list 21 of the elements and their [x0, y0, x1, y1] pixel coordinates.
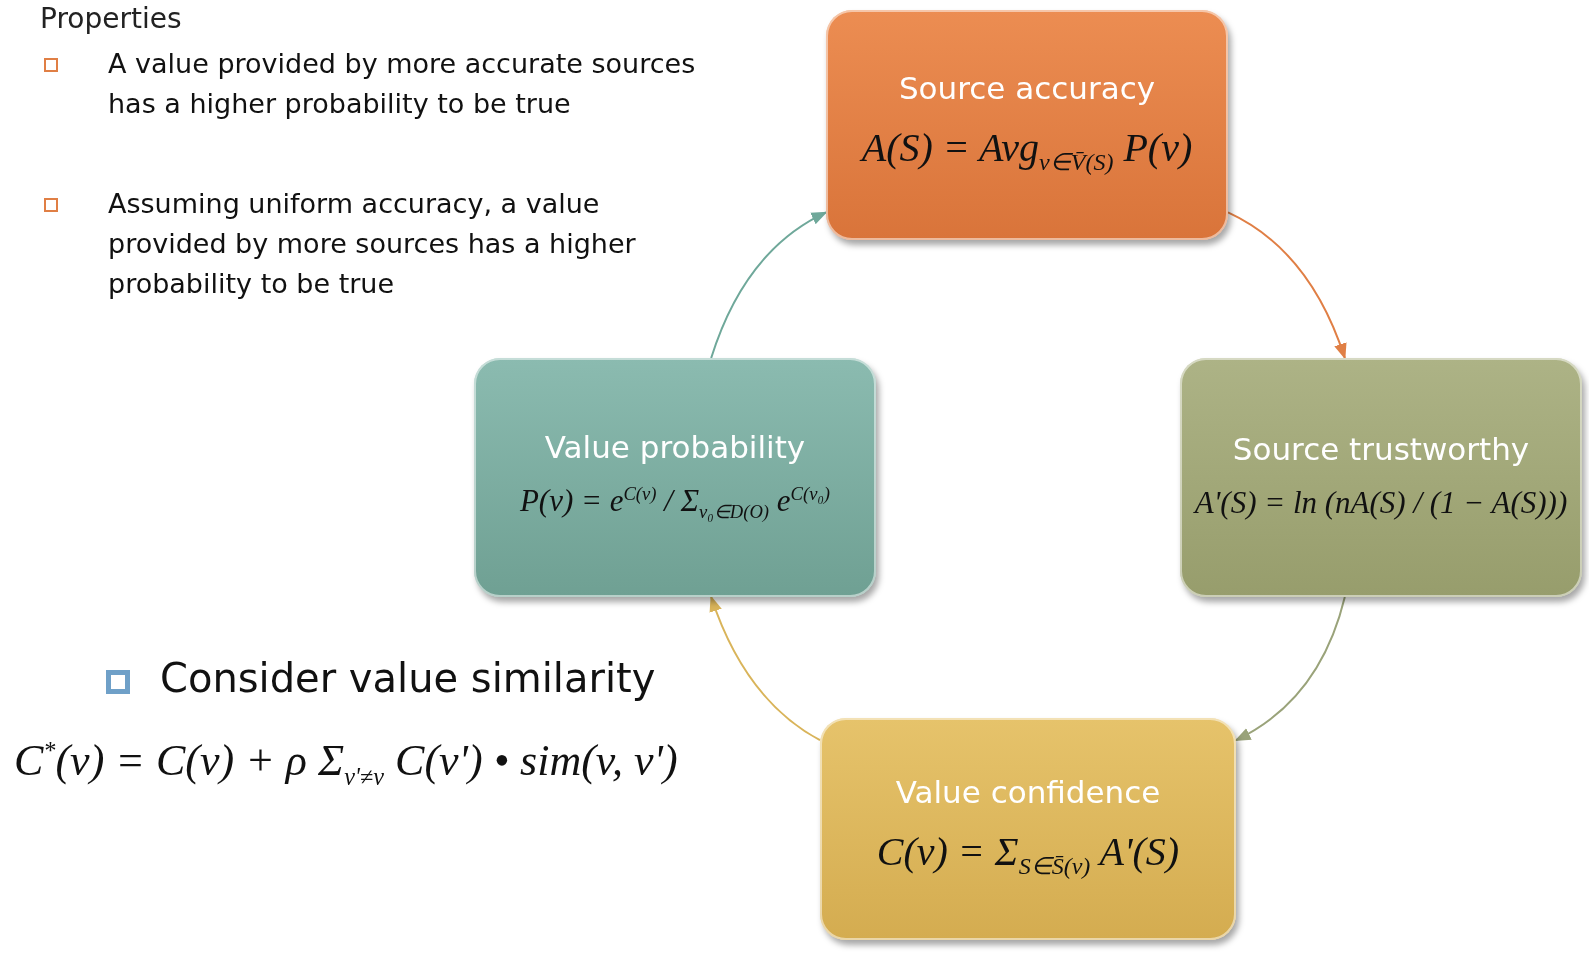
box-title: Source trustworthy: [1232, 430, 1530, 467]
arrow: [1234, 596, 1346, 742]
arrow: [709, 595, 821, 742]
formula: A(S) = Avg$_{v∈V̄(S)}$ P(v): [861, 124, 1193, 178]
arrow: [710, 211, 828, 359]
heading: Properties: [40, 2, 182, 35]
formula: A'(S) = ln (nA(S) / (1 − A(S))): [1194, 483, 1568, 522]
process-box: [474, 358, 876, 597]
box-title: Source accuracy: [898, 70, 1156, 107]
bullet-text: Consider value similarity: [160, 655, 656, 701]
process-box: [820, 718, 1236, 940]
formula: C(v) = Σ$_{S∈S̄(v)}$ A'(S): [876, 828, 1180, 882]
formula: C$^{*}$(v) = C(v) + ρ Σ$_{v'≠v}$ C(v') • sim(v, v'): [14, 735, 678, 791]
bullet-text: A value provided by more accurate sources has a higher probability to be true: [108, 47, 697, 121]
arrow: [1227, 211, 1347, 360]
box-title: Value probability: [544, 429, 806, 466]
process-box: [826, 10, 1228, 240]
formula: P(v) = e$^{C(v)}$ / Σ$_{v₀∈D(O)}$ e$^{C(v₀)}$: [519, 482, 831, 525]
process-box: [1180, 358, 1582, 597]
bullet-text: Assuming uniform accuracy, a value provided by more sources has a higher probability to be true: [108, 187, 637, 301]
box-title: Value confidence: [895, 774, 1161, 811]
